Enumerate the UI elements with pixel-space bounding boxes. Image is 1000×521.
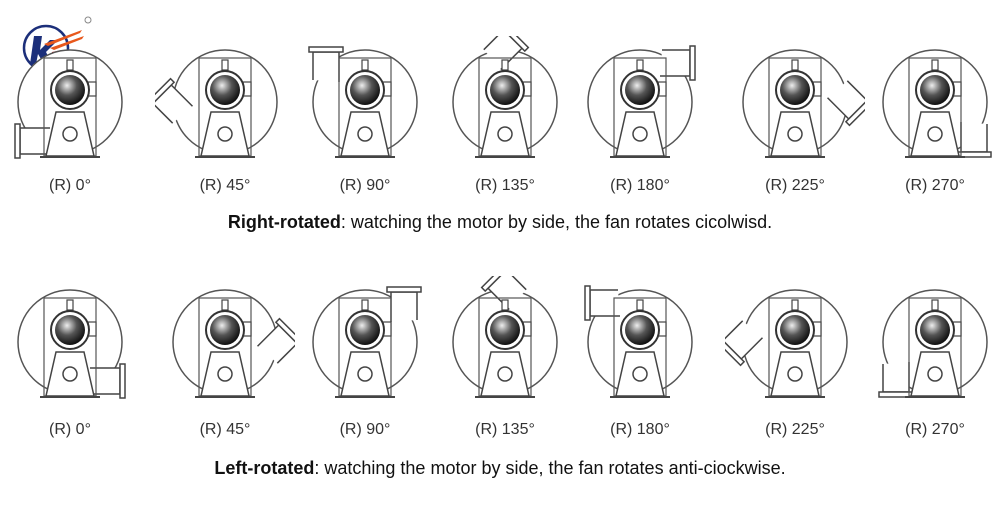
outlet-duct bbox=[308, 46, 344, 82]
angle-label: (R) 180° bbox=[610, 177, 670, 194]
angle-label: (R) 225° bbox=[765, 421, 825, 438]
right-rotated-row: (R) 0° (R) 45° (R) 90° bbox=[0, 22, 1000, 194]
fan-diagram bbox=[435, 262, 575, 406]
outlet-duct bbox=[386, 286, 422, 322]
angle-label: (R) 270° bbox=[905, 177, 965, 194]
fan-diagram bbox=[570, 276, 710, 406]
angle-label: (R) 45° bbox=[199, 177, 251, 194]
angle-label: (R) 225° bbox=[765, 177, 825, 194]
angle-label: (R) 0° bbox=[49, 421, 91, 438]
angle-label: (R) 90° bbox=[339, 421, 391, 438]
angle-label: (R) 180° bbox=[610, 421, 670, 438]
fan-diagram bbox=[0, 36, 140, 166]
fan-diagram bbox=[865, 276, 1000, 406]
fan-diagram bbox=[865, 36, 1000, 166]
fan-diagram bbox=[295, 276, 435, 406]
left-rotated-caption: Left-rotated: watching the motor by side… bbox=[0, 458, 1000, 479]
angle-label: (R) 0° bbox=[49, 177, 91, 194]
fan-diagram bbox=[725, 36, 875, 166]
angle-label: (R) 90° bbox=[339, 177, 391, 194]
fan-diagram bbox=[295, 36, 435, 166]
fan-diagram bbox=[715, 276, 865, 406]
caption-text: : watching the motor by side, the fan ro… bbox=[340, 212, 773, 232]
caption-term: Right-rotated bbox=[227, 212, 341, 232]
fan-diagram bbox=[435, 22, 575, 166]
outlet-duct bbox=[90, 363, 126, 399]
angle-label: (R) 45° bbox=[199, 421, 251, 438]
caption-term: Left-rotated bbox=[214, 458, 315, 478]
caption-text: : watching the motor by side, the fan ro… bbox=[314, 458, 786, 478]
left-rotated-row: (R) 0° (R) 45° (R) 90° bbox=[0, 262, 1000, 438]
fan-diagram bbox=[145, 36, 295, 166]
outlet-duct bbox=[956, 122, 992, 158]
angle-label: (R) 135° bbox=[475, 177, 535, 194]
outlet-duct bbox=[483, 22, 530, 71]
outlet-duct bbox=[145, 77, 194, 124]
outlet-duct bbox=[878, 362, 914, 398]
angle-label: (R) 135° bbox=[475, 421, 535, 438]
fan-diagram bbox=[570, 36, 710, 166]
outlet-duct bbox=[14, 123, 50, 159]
right-rotated-caption: Right-rotated: watching the motor by sid… bbox=[0, 212, 1000, 233]
outlet-duct bbox=[584, 285, 620, 321]
angle-label: (R) 270° bbox=[905, 421, 965, 438]
fan-diagram bbox=[0, 276, 140, 406]
fan-diagram bbox=[155, 276, 305, 406]
outlet-duct bbox=[660, 45, 696, 81]
